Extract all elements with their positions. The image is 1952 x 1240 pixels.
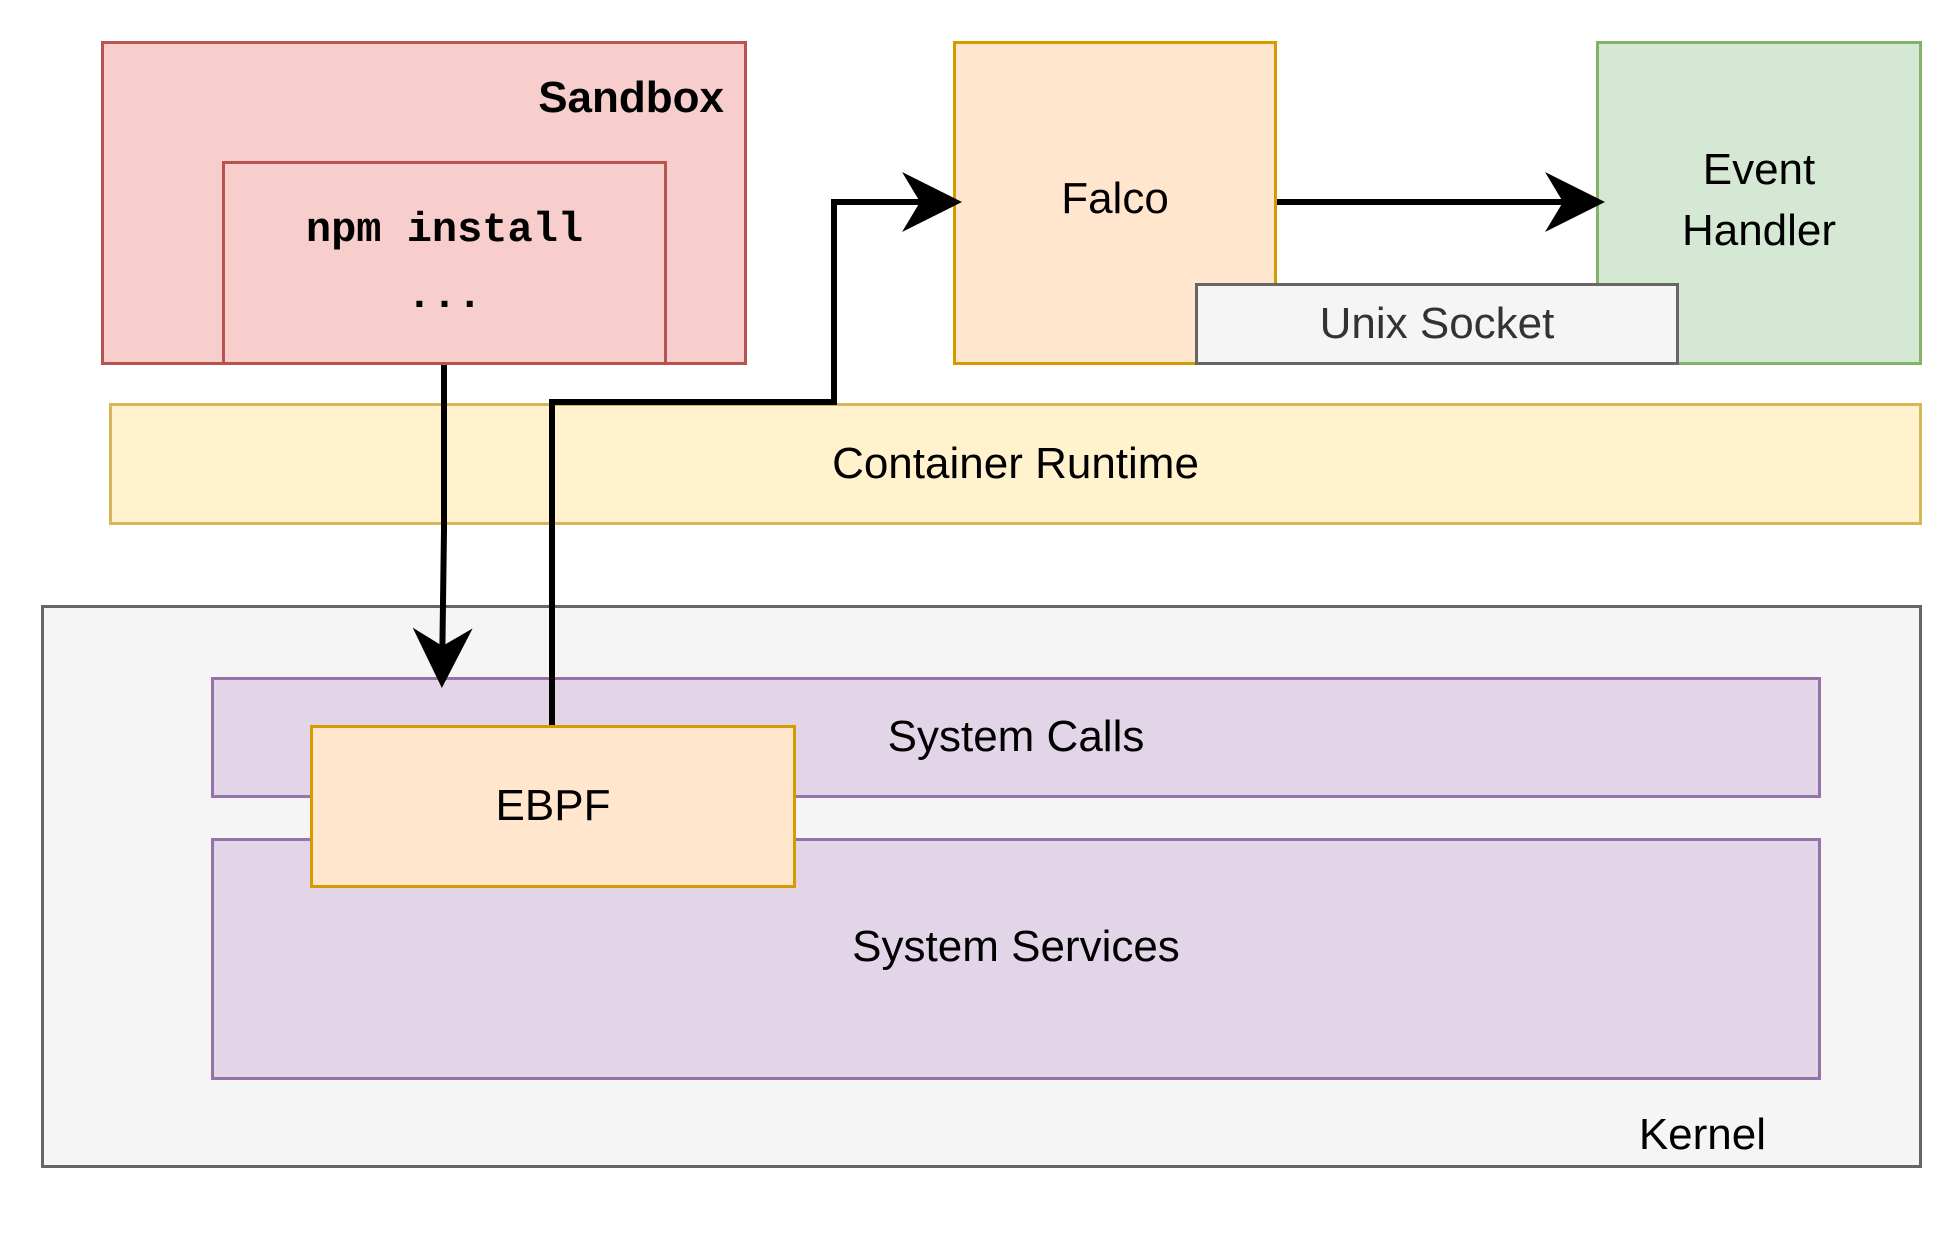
- npm-install-box: [222, 161, 667, 365]
- container-runtime-label: Container Runtime: [832, 438, 1199, 488]
- npm-install-ellipsis: ...: [406, 272, 483, 320]
- event-handler-label-line1: Event: [1702, 145, 1816, 194]
- ebpf-box: EBPF: [310, 725, 796, 888]
- unix-socket-label: Unix Socket: [1319, 298, 1555, 348]
- falco-label: Falco: [1061, 174, 1169, 223]
- ebpf-label: EBPF: [495, 781, 611, 831]
- sandbox-title: Sandbox: [538, 73, 724, 122]
- event-handler-label-line2: Handler: [1681, 206, 1837, 255]
- npm-install-command: npm install: [305, 206, 584, 254]
- kernel-label: Kernel: [1638, 1110, 1766, 1159]
- unix-socket-box: Unix Socket: [1195, 283, 1679, 365]
- container-runtime-box: Container Runtime: [109, 403, 1922, 525]
- system-calls-label: System Calls: [887, 712, 1145, 762]
- system-services-label: System Services: [852, 921, 1180, 971]
